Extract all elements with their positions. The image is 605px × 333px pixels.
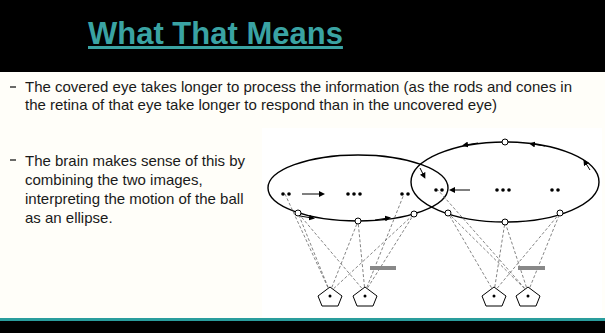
bullet-dash <box>10 86 16 87</box>
header-bar <box>0 0 605 72</box>
bullet-text: The brain makes sense of this by combini… <box>25 151 257 227</box>
footer-rule <box>0 318 605 321</box>
content-panel <box>0 72 605 318</box>
slide-title: What That Means <box>88 16 343 52</box>
left-ellipse-figure <box>268 155 448 306</box>
footer-bar <box>0 321 605 333</box>
right-ellipse-figure <box>411 139 599 306</box>
figure-panel <box>262 128 602 317</box>
bullet-dash <box>10 159 16 160</box>
bullet-text: The covered eye takes longer to process … <box>25 78 585 113</box>
